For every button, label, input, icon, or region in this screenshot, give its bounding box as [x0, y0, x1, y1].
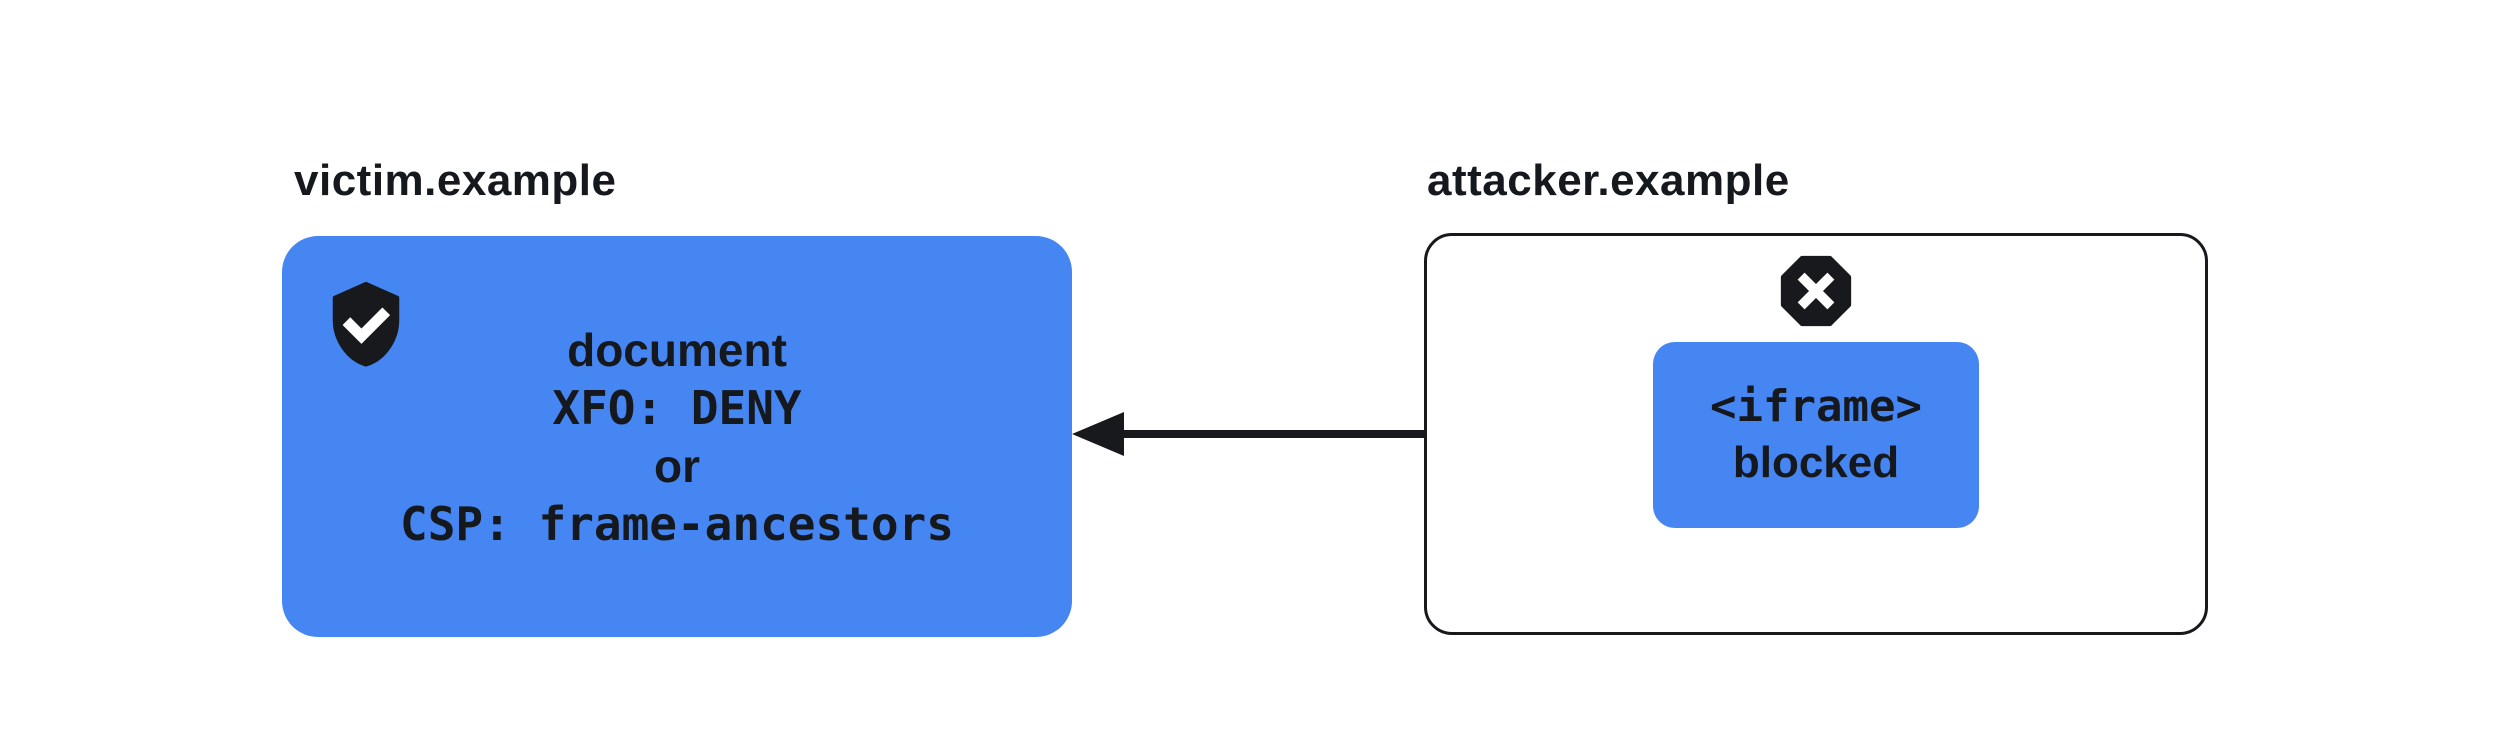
- shield-check-icon: [332, 281, 400, 367]
- victim-card-text: document XFO: DENY or CSP: frame-ancesto…: [282, 236, 1072, 637]
- victim-card-line: document: [567, 323, 787, 376]
- blocked-x-icon: [1780, 255, 1852, 327]
- iframe-blocked-label: blocked: [1732, 438, 1900, 487]
- victim-document-card: document XFO: DENY or CSP: frame-ancesto…: [282, 236, 1072, 637]
- victim-domain-label: victim.example: [294, 156, 617, 205]
- blocked-iframe-card: <iframe> blocked: [1653, 342, 1979, 528]
- attacker-page-card: <iframe> blocked: [1424, 233, 2208, 635]
- iframe-tag-label: <iframe>: [1710, 381, 1922, 432]
- victim-card-line: CSP: frame-ancestors: [400, 496, 954, 551]
- victim-card-line: or: [654, 439, 700, 492]
- blocked-request-arrow: [1072, 412, 1654, 456]
- victim-card-line: XFO: DENY: [552, 380, 802, 435]
- attacker-domain-label: attacker.example: [1427, 156, 1790, 205]
